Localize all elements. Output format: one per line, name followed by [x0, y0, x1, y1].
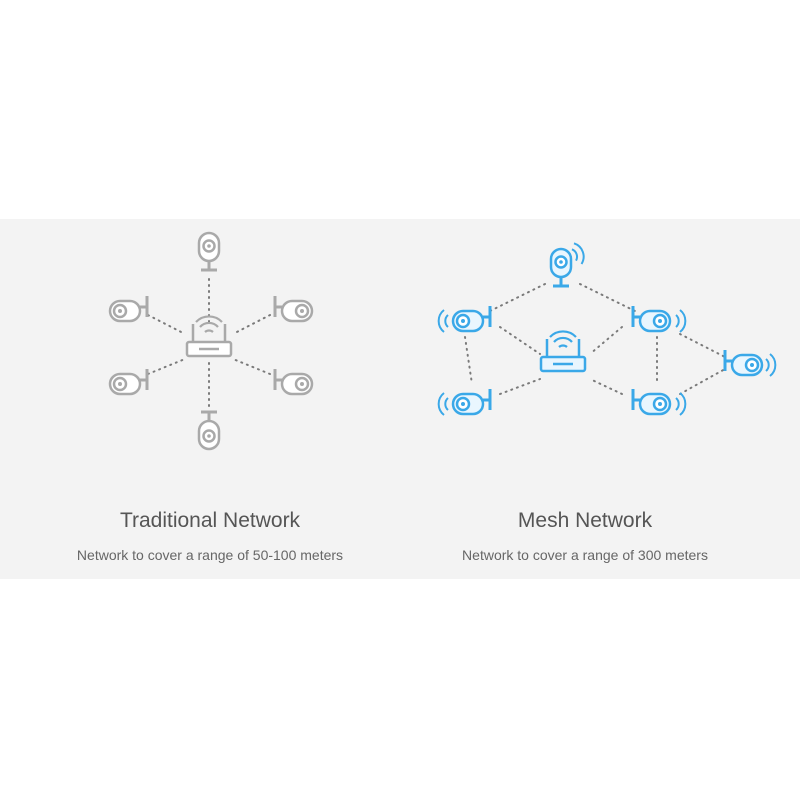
traditional-diagram [108, 231, 314, 451]
wifi-waves-icon [675, 392, 687, 416]
mesh-network-title: Mesh Network [517, 509, 653, 532]
traditional-router-icon [185, 315, 233, 358]
traditional-network-title: Traditional Network [119, 509, 301, 532]
camera-icon [631, 304, 672, 333]
wifi-waves-icon [437, 309, 449, 333]
mesh-links [464, 283, 726, 395]
camera-icon [549, 247, 573, 288]
wifi-waves-icon [675, 309, 687, 333]
network-diagrams [108, 231, 777, 451]
camera-icon [451, 387, 492, 416]
camera-icon [273, 367, 314, 396]
camera-icon [108, 367, 149, 396]
wifi-waves-icon [437, 392, 449, 416]
network-comparison-section: Traditional Network Network to cover a r… [0, 219, 800, 579]
camera-icon [723, 348, 764, 377]
traditional-network-subtitle: Network to cover a range of 50-100 meter… [76, 547, 344, 563]
mesh-router-icon [539, 330, 587, 373]
camera-icon [631, 387, 672, 416]
mesh-network-subtitle: Network to cover a range of 300 meters [462, 547, 708, 563]
camera-icon [273, 294, 314, 323]
wifi-waves-icon [765, 353, 777, 377]
camera-icon [197, 231, 221, 272]
camera-icon [451, 304, 492, 333]
camera-icon [197, 410, 221, 451]
mesh-diagram [437, 240, 777, 416]
wifi-waves-icon [569, 240, 588, 267]
camera-icon [108, 294, 149, 323]
